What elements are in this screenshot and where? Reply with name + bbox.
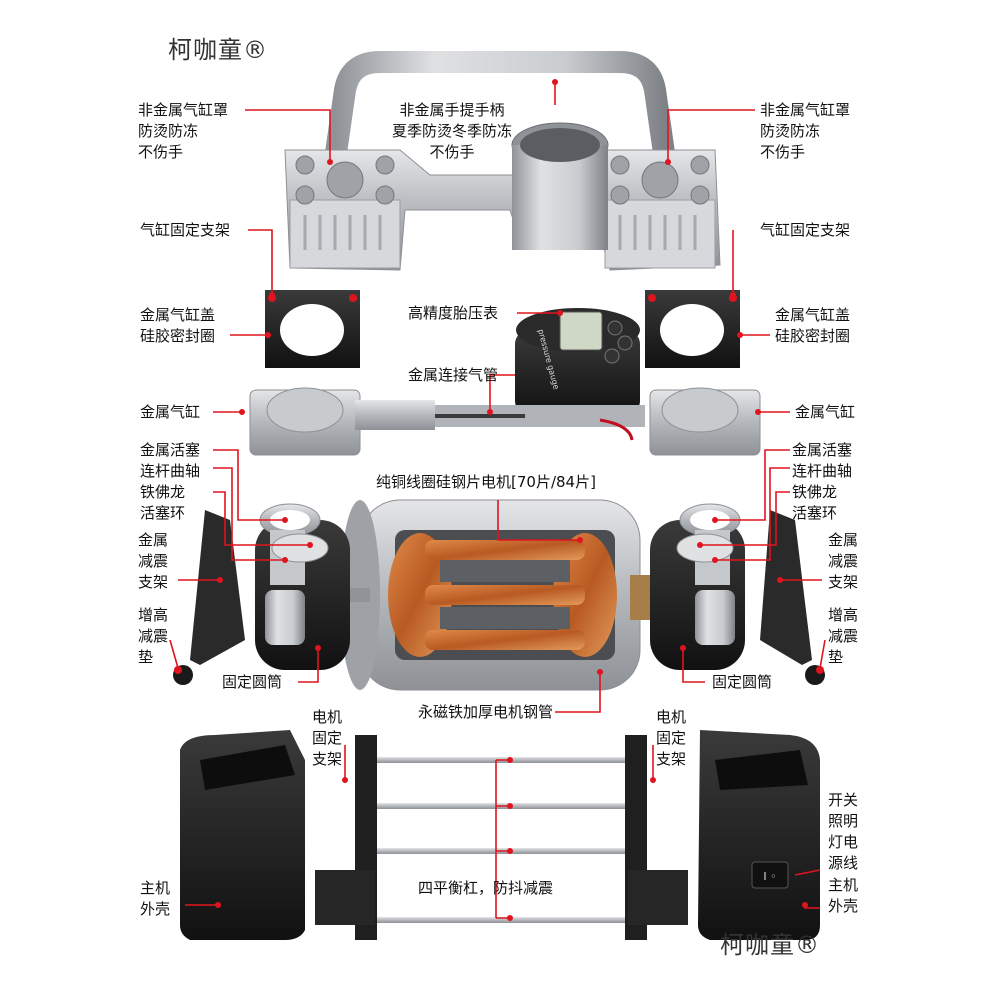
label-bracket-right: 气缸固定支架 [760,221,851,239]
label-shell-right: 主机 外壳 [828,876,859,915]
metal-cylinders [249,387,761,456]
label-shock-left: 金属 减震 支架 [138,531,169,591]
piston-assembly-left [255,503,350,670]
label-cap-left: 金属气缸盖 硅胶密封圈 [140,306,216,345]
pressure-gauge: pressure gauge [515,308,640,415]
label-steel-tube: 永磁铁加厚电机钢管 [418,703,554,721]
svg-text:I ◦: I ◦ [763,870,776,883]
label-cylinder-right: 金属气缸 [795,403,856,421]
piston-assembly-right [650,503,745,670]
label-shock-right: 金属 减震 支架 [828,531,859,591]
cylinder-bracket-right [645,290,740,368]
leader-dots [215,79,808,921]
top-cover-assembly [284,51,721,271]
label-motor-fix-left: 电机 固定 支架 [312,708,343,768]
label-cover-right: 非金属气缸罩 防烫防冻 不伤手 [760,101,851,161]
cylinder-bracket-left [265,290,360,368]
leader-lines [169,82,826,919]
label-handle: 非金属手提手柄 夏季防烫冬季防冻 不伤手 [391,101,512,161]
label-switch: 开关 照明 灯电 源线 [828,791,859,872]
label-tube-right: 固定圆筒 [712,673,773,691]
motor-frame [315,735,688,940]
brand-watermark-top: 柯咖童® [168,36,268,64]
label-tube-left: 固定圆筒 [222,673,283,691]
carry-handle [324,51,676,162]
shock-bracket-right [760,510,825,685]
label-bars: 四平衡杠，防抖减震 [418,879,554,897]
label-cap-right: 金属气缸盖 硅胶密封圈 [775,306,851,345]
label-cover-left: 非金属气缸罩 防烫防冻 不伤手 [138,101,229,161]
label-shell-left: 主机 外壳 [140,879,171,918]
motor [340,499,660,691]
shell-left [180,730,305,940]
label-pipe: 金属连接气管 [408,366,499,384]
label-pad-left: 增高 减震 垫 [138,606,169,666]
shock-bracket-left [173,510,245,685]
label-motor-fix-right: 电机 固定 支架 [656,708,687,768]
label-cylinder-left: 金属气缸 [140,403,201,421]
label-gauge: 高精度胎压表 [408,304,499,322]
label-pad-right: 增高 减震 垫 [828,606,859,666]
brand-watermark-bottom: 柯咖童® [720,931,820,959]
label-bracket-left: 气缸固定支架 [140,221,231,239]
label-piston-right: 金属活塞 连杆曲轴 铁佛龙 活塞环 [792,441,853,522]
shell-right: I ◦ [698,730,820,940]
label-motor: 纯铜线圈硅钢片电机[70片/84片] [376,473,596,491]
label-piston-left: 金属活塞 连杆曲轴 铁佛龙 活塞环 [140,441,201,522]
